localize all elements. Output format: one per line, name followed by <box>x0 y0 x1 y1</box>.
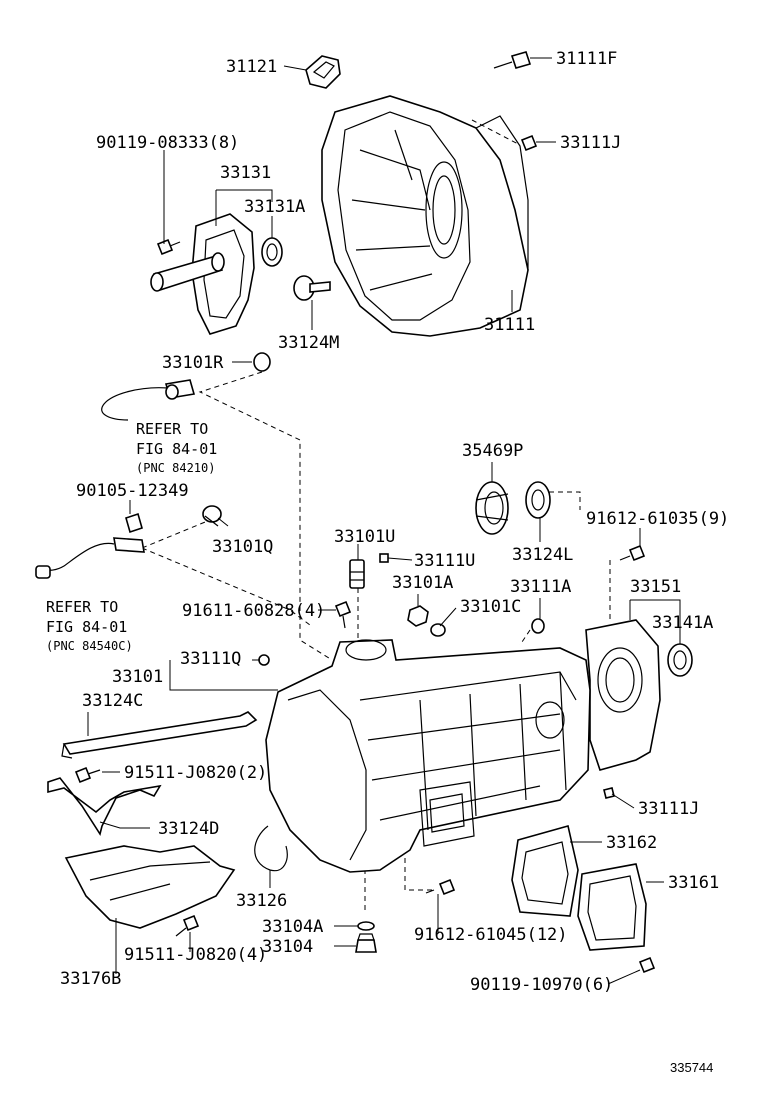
label-33176B[interactable]: 33176B <box>60 969 121 989</box>
reference-1-line-2: FIG 84-01 <box>136 440 217 458</box>
label-33101Q[interactable]: 33101Q <box>212 537 273 557</box>
label-33101A[interactable]: 33101A <box>392 573 453 593</box>
part-33176B-under-cover[interactable] <box>64 845 236 929</box>
label-90119-08333[interactable]: 90119-08333(8) <box>96 133 239 153</box>
part-33101Q-plug[interactable] <box>202 505 222 527</box>
label-31111[interactable]: 31111 <box>484 315 535 335</box>
assembly-guide-lines <box>141 119 611 910</box>
label-31111F[interactable]: 31111F <box>556 49 617 69</box>
diagram-number: 335744 <box>670 1060 713 1075</box>
part-33131A-oil-seal[interactable] <box>261 237 283 267</box>
reference-1-line-3: (PNC 84210) <box>136 461 215 475</box>
part-labels: 31121 31111F 33111J 90119-08333(8) 33131… <box>46 49 729 1075</box>
part-33111Q-plug[interactable] <box>258 654 270 666</box>
label-33124L[interactable]: 33124L <box>512 545 573 565</box>
part-33131-bearing-retainer[interactable] <box>150 213 255 335</box>
label-35469P[interactable]: 35469P <box>462 441 523 461</box>
part-33101C-plug[interactable] <box>430 623 446 637</box>
part-33111A-plug[interactable] <box>531 618 545 634</box>
part-33124M-shaft[interactable] <box>293 275 331 301</box>
label-33141A[interactable]: 33141A <box>652 613 713 633</box>
label-33161[interactable]: 33161 <box>668 873 719 893</box>
reference-2-line-2: FIG 84-01 <box>46 618 127 636</box>
part-31121-bracket[interactable] <box>305 55 341 89</box>
part-33101U-breather[interactable] <box>349 559 365 589</box>
label-33151[interactable]: 33151 <box>630 577 681 597</box>
label-91511-J0820-4[interactable]: 91511-J0820(4) <box>124 945 267 965</box>
label-33104A[interactable]: 33104A <box>262 917 323 937</box>
part-33101-transmission-case[interactable] <box>265 639 591 873</box>
part-90119-10970-bolt[interactable] <box>638 956 656 974</box>
reference-2-line-3: (PNC 84540C) <box>46 639 133 653</box>
label-33101R[interactable]: 33101R <box>162 353 224 373</box>
part-90119-08333-bolt[interactable] <box>156 238 181 256</box>
label-33131A[interactable]: 33131A <box>244 197 305 217</box>
label-90119-10970[interactable]: 90119-10970(6) <box>470 975 613 995</box>
label-33111J-bottom[interactable]: 33111J <box>638 799 699 819</box>
part-35469P-bearing[interactable] <box>475 481 509 535</box>
part-33111J-plug-top[interactable] <box>520 134 538 152</box>
reference-2-line-1: REFER TO <box>46 598 118 616</box>
label-90105-12349[interactable]: 90105-12349 <box>76 481 189 501</box>
part-91511-J0820-bolt-2[interactable] <box>74 766 101 784</box>
label-31121[interactable]: 31121 <box>226 57 277 77</box>
part-33126-snap-ring[interactable] <box>254 825 288 872</box>
part-90105-12349-switch[interactable] <box>35 512 145 579</box>
part-91511-J0820-bolt-4[interactable] <box>175 914 200 937</box>
part-91611-60828-bolt[interactable] <box>334 600 352 629</box>
label-91511-J0820-2[interactable]: 91511-J0820(2) <box>124 763 267 783</box>
part-33124C-strap[interactable] <box>61 711 258 759</box>
label-33101C[interactable]: 33101C <box>460 597 521 617</box>
part-33124D-bracket[interactable] <box>47 777 162 836</box>
label-33124M[interactable]: 33124M <box>278 333 339 353</box>
label-33111J-top[interactable]: 33111J <box>560 133 621 153</box>
part-33161-cover[interactable] <box>577 863 647 951</box>
reference-1-line-1: REFER TO <box>136 420 208 438</box>
part-33104A-gasket[interactable] <box>357 921 375 931</box>
part-31111-clutch-housing[interactable] <box>321 95 529 337</box>
leader-lines <box>87 57 681 985</box>
label-91612-61035[interactable]: 91612-61035(9) <box>586 509 729 529</box>
part-33104-drain-plug[interactable] <box>355 933 377 953</box>
label-33124D[interactable]: 33124D <box>158 819 219 839</box>
label-33101U[interactable]: 33101U <box>334 527 395 547</box>
label-33162[interactable]: 33162 <box>606 833 657 853</box>
label-33101[interactable]: 33101 <box>112 667 163 687</box>
label-33131[interactable]: 33131 <box>220 163 271 183</box>
label-33111Q[interactable]: 33111Q <box>180 649 241 669</box>
part-33111U-plug[interactable] <box>379 553 389 563</box>
part-33101A-plug[interactable] <box>407 605 429 627</box>
part-33111J-plug-bottom[interactable] <box>603 787 615 799</box>
label-91611-60828[interactable]: 91611-60828(4) <box>182 601 325 621</box>
part-33141A-oil-seal[interactable] <box>667 643 693 677</box>
label-33126[interactable]: 33126 <box>236 891 287 911</box>
part-33151-extension-housing[interactable] <box>585 619 661 771</box>
label-33104[interactable]: 33104 <box>262 937 313 957</box>
part-33124L-seal[interactable] <box>525 481 551 519</box>
label-91612-61045[interactable]: 91612-61045(12) <box>414 925 568 945</box>
label-33124C[interactable]: 33124C <box>82 691 143 711</box>
part-31111F-bolt[interactable] <box>493 51 532 69</box>
part-91612-61045-bolt[interactable] <box>425 878 456 896</box>
label-33111U[interactable]: 33111U <box>414 551 475 571</box>
sensor-with-harness-1[interactable] <box>101 379 196 421</box>
part-33162-gasket[interactable] <box>511 825 579 917</box>
part-91612-61035-bolt[interactable] <box>619 544 646 562</box>
label-33111A[interactable]: 33111A <box>510 577 571 597</box>
part-33101R-plug[interactable] <box>253 352 271 372</box>
